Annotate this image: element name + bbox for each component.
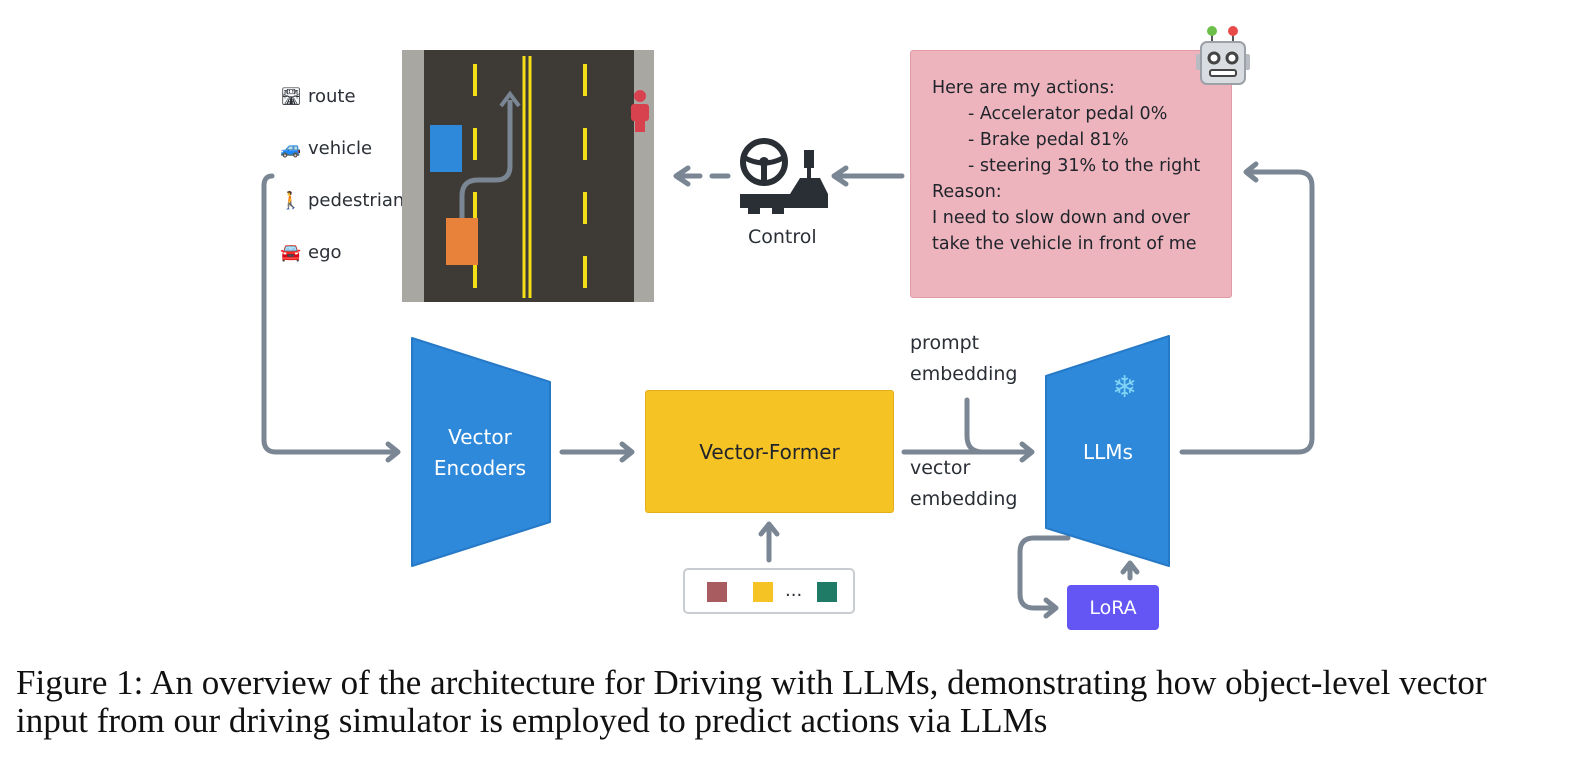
token-yellow bbox=[753, 582, 773, 602]
vector-encoders-label-line-1: Vector bbox=[448, 425, 512, 449]
action-accelerator: - Accelerator pedal 0% bbox=[968, 104, 1168, 124]
vector-embedding-line-2: embedding bbox=[910, 488, 1018, 510]
vector-encoders-label: Vector Encoders bbox=[420, 422, 540, 484]
walking-person-icon: 🚶 bbox=[280, 190, 302, 211]
legend-pedestrian: 🚶 pedestrian bbox=[280, 190, 404, 211]
token-red bbox=[707, 582, 727, 602]
reason-line-2: take the vehicle in front of me bbox=[932, 234, 1197, 254]
vector-encoders-label-line-2: Encoders bbox=[433, 456, 527, 480]
reason-label: Reason: bbox=[932, 182, 1002, 202]
control-label: Control bbox=[748, 226, 817, 248]
llm-output-message: Here are my actions: - Accelerator pedal… bbox=[910, 50, 1232, 298]
legend-vehicle: 🚙 vehicle bbox=[280, 138, 372, 159]
route-arrowhead bbox=[499, 90, 521, 108]
other-vehicle bbox=[430, 125, 462, 172]
vector-former-label: Vector-Former bbox=[699, 439, 840, 464]
legend-route: 🛣 route bbox=[280, 86, 356, 107]
pedestrian-figure bbox=[631, 90, 649, 132]
route-path bbox=[459, 100, 513, 218]
car-icon: 🚙 bbox=[280, 138, 302, 159]
robot-icon bbox=[1196, 26, 1250, 85]
prompt-embedding-line-1: prompt bbox=[910, 332, 980, 354]
legend-vehicle-label: vehicle bbox=[308, 138, 373, 159]
road-scene bbox=[402, 50, 654, 302]
vector-encoders-block bbox=[411, 337, 551, 567]
center-double-line bbox=[522, 56, 532, 298]
action-steering: - steering 31% to the right bbox=[968, 156, 1201, 176]
legend-route-label: route bbox=[308, 86, 356, 107]
arrow-llms-to-lora bbox=[1017, 535, 1071, 611]
snowflake-icon: ❄ bbox=[1112, 370, 1138, 405]
arrow-prompt-merge bbox=[964, 397, 986, 455]
road-icon: 🛣 bbox=[280, 86, 302, 107]
arrow-llms-to-message bbox=[1179, 169, 1315, 455]
legend-ego-label: ego bbox=[308, 242, 342, 263]
steering-wheel-gear-icon bbox=[740, 138, 828, 214]
message-header: Here are my actions: bbox=[932, 78, 1115, 98]
red-car-icon: 🚘 bbox=[280, 242, 302, 263]
action-brake: - Brake pedal 81% bbox=[968, 130, 1129, 150]
token-green bbox=[817, 582, 837, 602]
prompt-embedding-line-2: embedding bbox=[910, 363, 1018, 385]
llms-block bbox=[1045, 335, 1170, 567]
vector-former-block: Vector-Former bbox=[645, 390, 894, 513]
legend-pedestrian-label: pedestrian bbox=[308, 190, 405, 211]
vector-embedding-label: vector embedding bbox=[910, 453, 1017, 515]
vector-embedding-line-1: vector bbox=[910, 457, 971, 479]
lora-block: LoRA bbox=[1067, 585, 1159, 630]
prompt-embedding-label: prompt embedding bbox=[910, 328, 1017, 390]
object-vector-tokens: ... bbox=[683, 568, 855, 614]
reason-line-1: I need to slow down and over bbox=[932, 208, 1191, 228]
figure-caption: Figure 1: An overview of the architectur… bbox=[16, 663, 1487, 740]
legend-ego: 🚘 ego bbox=[280, 242, 342, 263]
token-ellipsis: ... bbox=[785, 580, 803, 601]
ego-vehicle bbox=[446, 218, 478, 265]
arrow-legend-to-encoders bbox=[261, 173, 399, 455]
llms-label: LLMs bbox=[1083, 440, 1133, 464]
lora-label: LoRA bbox=[1089, 596, 1137, 619]
